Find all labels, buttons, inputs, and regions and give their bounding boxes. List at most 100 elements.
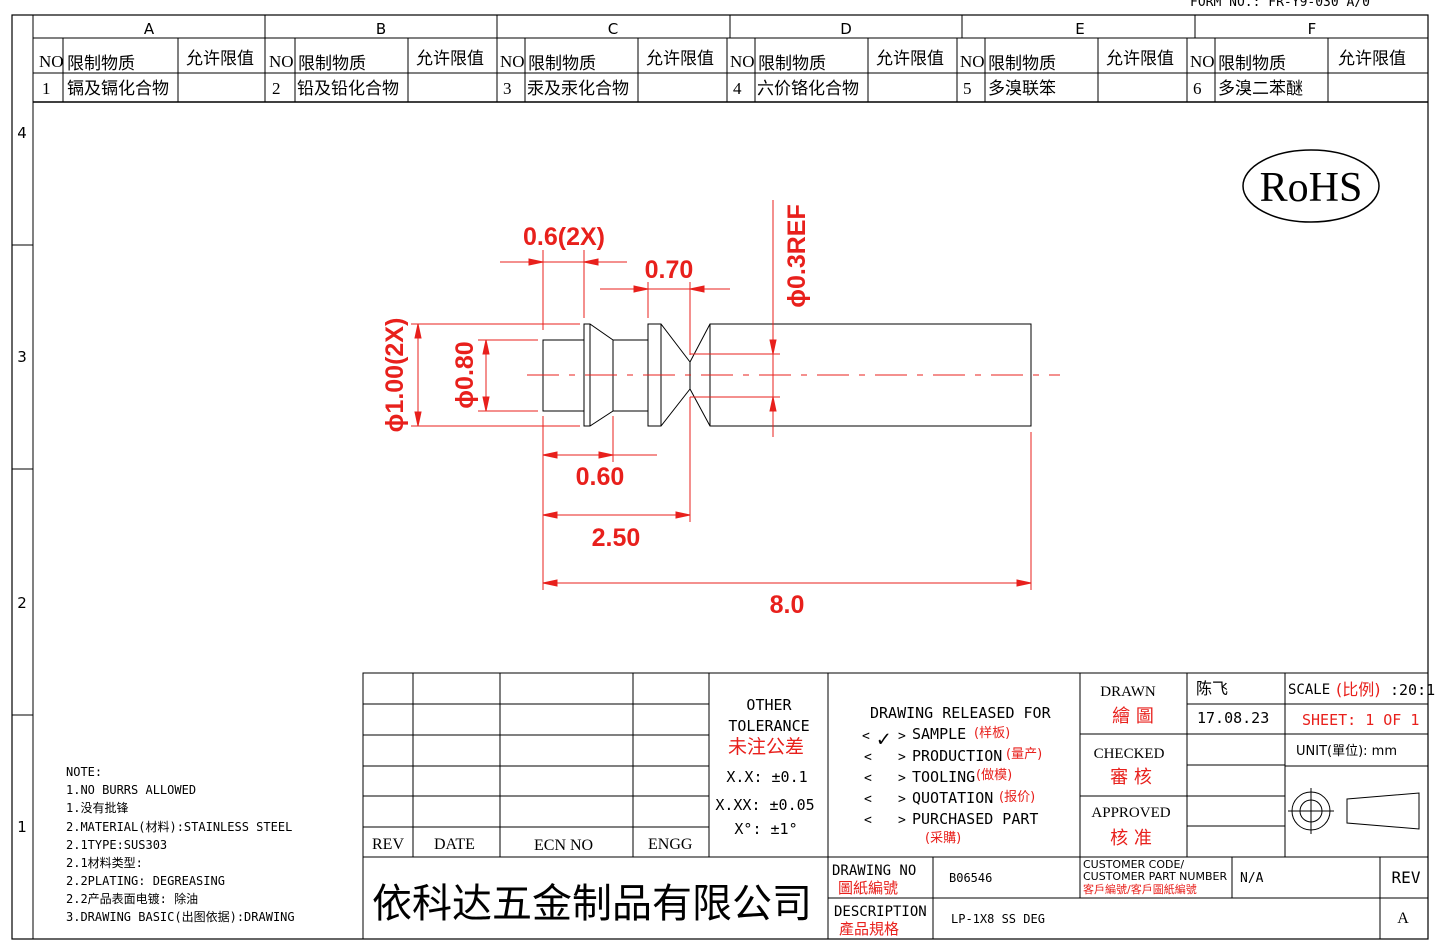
release-item-cn: (采購) bbox=[925, 831, 961, 846]
ecn-header: ECN NO bbox=[534, 837, 593, 854]
scale-cn: (比例) bbox=[1336, 680, 1381, 699]
note-line: 2.2产品表面电镀: 除油 bbox=[66, 891, 198, 906]
zone-col-label: D bbox=[840, 20, 852, 38]
item-no: 6 bbox=[1193, 79, 1202, 98]
hdr-name: 限制物质 bbox=[988, 54, 1056, 73]
hdr-limit: 允许限值 bbox=[1106, 49, 1174, 68]
hdr-limit: 允许限值 bbox=[186, 49, 254, 68]
zone-row-label: 3 bbox=[17, 348, 27, 366]
dim-2.50: 2.50 bbox=[592, 524, 641, 552]
drawn-by: 陈飞 bbox=[1196, 680, 1228, 698]
release-bracket-icon: < bbox=[862, 729, 870, 744]
tolerance-other: OTHER bbox=[746, 696, 792, 714]
dim-phi0.80: ϕ0.80 bbox=[451, 341, 479, 408]
zone-col-label: A bbox=[144, 20, 155, 38]
drawing-no-cn: 圖紙編號 bbox=[838, 879, 898, 897]
unit-label: UNIT(單位): mm bbox=[1296, 744, 1397, 759]
rev-header: REV bbox=[372, 836, 404, 853]
description-cn: 產品規格 bbox=[839, 920, 899, 938]
hdr-name: 限制物质 bbox=[758, 54, 826, 73]
title-block-grid bbox=[362, 672, 1429, 940]
zone-row-label: 1 bbox=[17, 818, 27, 836]
dim-8.0: 8.0 bbox=[770, 591, 805, 619]
hdr-name: 限制物质 bbox=[67, 54, 135, 73]
rohs-mark bbox=[1242, 149, 1380, 223]
tolerance-x3: X°: ±1° bbox=[734, 820, 797, 838]
release-item: PURCHASED PART bbox=[912, 810, 1038, 828]
customer-label: CUSTOMER CODE/ bbox=[1083, 858, 1184, 871]
drawing-no-value: B06546 bbox=[949, 871, 992, 885]
release-item: TOOLING bbox=[912, 768, 975, 786]
dim-0.6-2x: 0.6(2X) bbox=[523, 223, 605, 251]
sheet-number: SHEET: 1 OF 1 bbox=[1302, 711, 1419, 729]
tolerance-x1: X.X: ±0.1 bbox=[726, 768, 807, 786]
item-name: 汞及汞化合物 bbox=[527, 79, 629, 98]
hdr-name: 限制物质 bbox=[528, 54, 596, 73]
release-title: DRAWING RELEASED FOR bbox=[870, 704, 1052, 722]
hdr-limit: 允许限值 bbox=[416, 49, 484, 68]
drawn-date: 17.08.23 bbox=[1197, 709, 1269, 727]
customer-label: CUSTOMER PART NUMBER bbox=[1083, 870, 1227, 883]
release-bracket-icon: > bbox=[898, 750, 906, 765]
notes: NOTE: 1.NO BURRS ALLOWED 1.没有批锋 2.MATERI… bbox=[66, 765, 295, 924]
release-bracket-icon: < bbox=[864, 813, 872, 828]
item-name: 多溴联笨 bbox=[988, 79, 1056, 98]
dim-0.60: 0.60 bbox=[576, 463, 625, 491]
tolerance-label: TOLERANCE bbox=[728, 717, 809, 735]
checked-cn: 審 核 bbox=[1110, 767, 1152, 788]
release-bracket-icon: > bbox=[898, 729, 906, 744]
tolerance-x2: X.XX: ±0.05 bbox=[715, 796, 814, 814]
company-name: 依科达五金制品有限公司 bbox=[372, 881, 812, 926]
drawing-no-label: DRAWING NO bbox=[832, 863, 916, 879]
release-bracket-icon: < bbox=[864, 792, 872, 807]
release-bracket-icon: > bbox=[898, 813, 906, 828]
zone-col-label: E bbox=[1075, 20, 1084, 38]
item-name: 铅及铅化合物 bbox=[297, 79, 399, 98]
hdr-limit: 允许限值 bbox=[876, 49, 944, 68]
drawn-label: DRAWN bbox=[1100, 684, 1156, 700]
release-item-cn: (报价) bbox=[999, 790, 1035, 805]
hdr-name: 限制物质 bbox=[298, 54, 366, 73]
rev-label: REV bbox=[1392, 868, 1421, 887]
zone-col-label: F bbox=[1308, 20, 1317, 38]
item-name: 多溴二苯醚 bbox=[1218, 79, 1303, 98]
note-line: 1.NO BURRS ALLOWED bbox=[66, 783, 196, 797]
release-bracket-icon: > bbox=[898, 792, 906, 807]
hdr-no: NO bbox=[960, 52, 985, 71]
dimension-lines bbox=[411, 200, 1032, 590]
note-line: 1.没有批锋 bbox=[66, 800, 128, 815]
zone-col-label: B bbox=[376, 20, 386, 38]
engg-header: ENGG bbox=[648, 836, 693, 853]
release-item-cn: (量产) bbox=[1006, 747, 1042, 762]
note-line: 2.1材料类型: bbox=[66, 856, 143, 870]
form-number: FORM NO.: FR-Y9-030 A/0 bbox=[1190, 0, 1370, 10]
hdr-name: 限制物质 bbox=[1218, 54, 1286, 73]
release-bracket-icon: < bbox=[864, 771, 872, 786]
release-item-cn: (样板) bbox=[974, 726, 1010, 741]
rev-value: A bbox=[1397, 910, 1409, 927]
approved-label: APPROVED bbox=[1091, 805, 1170, 821]
item-no: 4 bbox=[733, 79, 742, 98]
drawn-cn: 繪 圖 bbox=[1112, 706, 1154, 727]
item-no: 1 bbox=[42, 79, 51, 98]
checkmark-icon: ✓ bbox=[877, 727, 890, 752]
zone-row-ticks bbox=[12, 244, 33, 716]
zone-row-label: 2 bbox=[17, 594, 27, 612]
note-line: 2.1TYPE:SUS303 bbox=[66, 838, 167, 852]
hdr-no: NO bbox=[39, 52, 64, 71]
item-name: 六价铬化合物 bbox=[757, 79, 859, 98]
hdr-no: NO bbox=[500, 52, 525, 71]
description-value: LP-1X8 SS DEG bbox=[951, 912, 1045, 926]
note-line: 3.DRAWING BASIC(出图依据):DRAWING bbox=[66, 909, 295, 924]
item-no: 5 bbox=[963, 79, 972, 98]
release-item: QUOTATION bbox=[912, 789, 993, 807]
customer-label-cn: 客戶編號/客戶圖紙編號 bbox=[1083, 882, 1197, 896]
checked-label: CHECKED bbox=[1094, 746, 1165, 762]
dim-phi1.00-2x: ϕ1.00(2X) bbox=[381, 318, 409, 433]
hdr-no: NO bbox=[1190, 52, 1215, 71]
customer-value: N/A bbox=[1240, 871, 1264, 886]
tolerance-cn: 未注公差 bbox=[728, 736, 804, 758]
approved-cn: 核 准 bbox=[1110, 828, 1152, 849]
note-line: NOTE: bbox=[66, 765, 102, 779]
